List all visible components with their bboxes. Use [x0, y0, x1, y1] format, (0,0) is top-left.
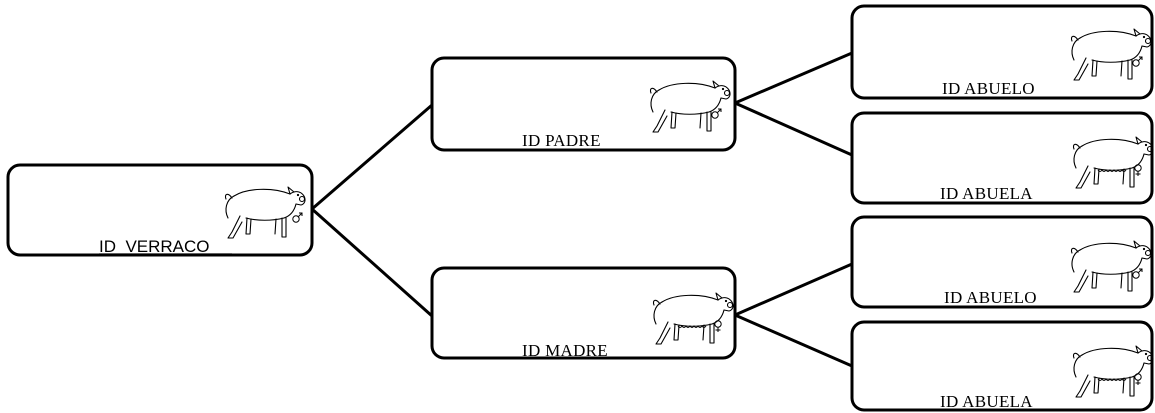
- node-abuelo-materno-box: [850, 215, 1154, 309]
- node-abuela-materna-label: ID ABUELA: [940, 392, 1033, 411]
- node-madre-label: ID MADRE: [522, 341, 608, 360]
- connector-madre-abuelo: [734, 262, 853, 317]
- connector-padre-abuela: [734, 101, 853, 157]
- connector-madre-abuela: [734, 313, 853, 368]
- node-abuelo-materno-label: ID ABUELO: [944, 288, 1037, 307]
- node-abuelo-paterno[interactable]: ID ABUELO: [850, 4, 1154, 100]
- node-padre[interactable]: ID PADRE: [430, 56, 737, 152]
- connector-lines: [311, 51, 853, 368]
- node-padre-box: [430, 56, 737, 152]
- node-abuela-paterna-label: ID ABUELA: [940, 184, 1033, 203]
- connector-padre-abuelo: [734, 51, 853, 105]
- node-abuelo-paterno-label: ID ABUELO: [942, 79, 1035, 98]
- node-madre[interactable]: ID MADRE: [430, 266, 737, 360]
- connector-root-madre: [311, 207, 433, 318]
- node-abuela-materna[interactable]: ID ABUELA: [850, 320, 1154, 412]
- node-abuela-paterna-box: [850, 111, 1154, 205]
- node-abuelo-materno[interactable]: ID ABUELO: [850, 215, 1154, 309]
- node-padre-label: ID PADRE: [522, 131, 601, 150]
- node-madre-box: [430, 266, 737, 360]
- connector-root-padre: [311, 103, 433, 211]
- node-root[interactable]: ID_VERRACO: [6, 163, 314, 257]
- node-root-label: ID_VERRACO: [99, 237, 210, 256]
- node-abuela-paterna[interactable]: ID ABUELA: [850, 111, 1154, 205]
- node-abuela-materna-box: [850, 320, 1154, 412]
